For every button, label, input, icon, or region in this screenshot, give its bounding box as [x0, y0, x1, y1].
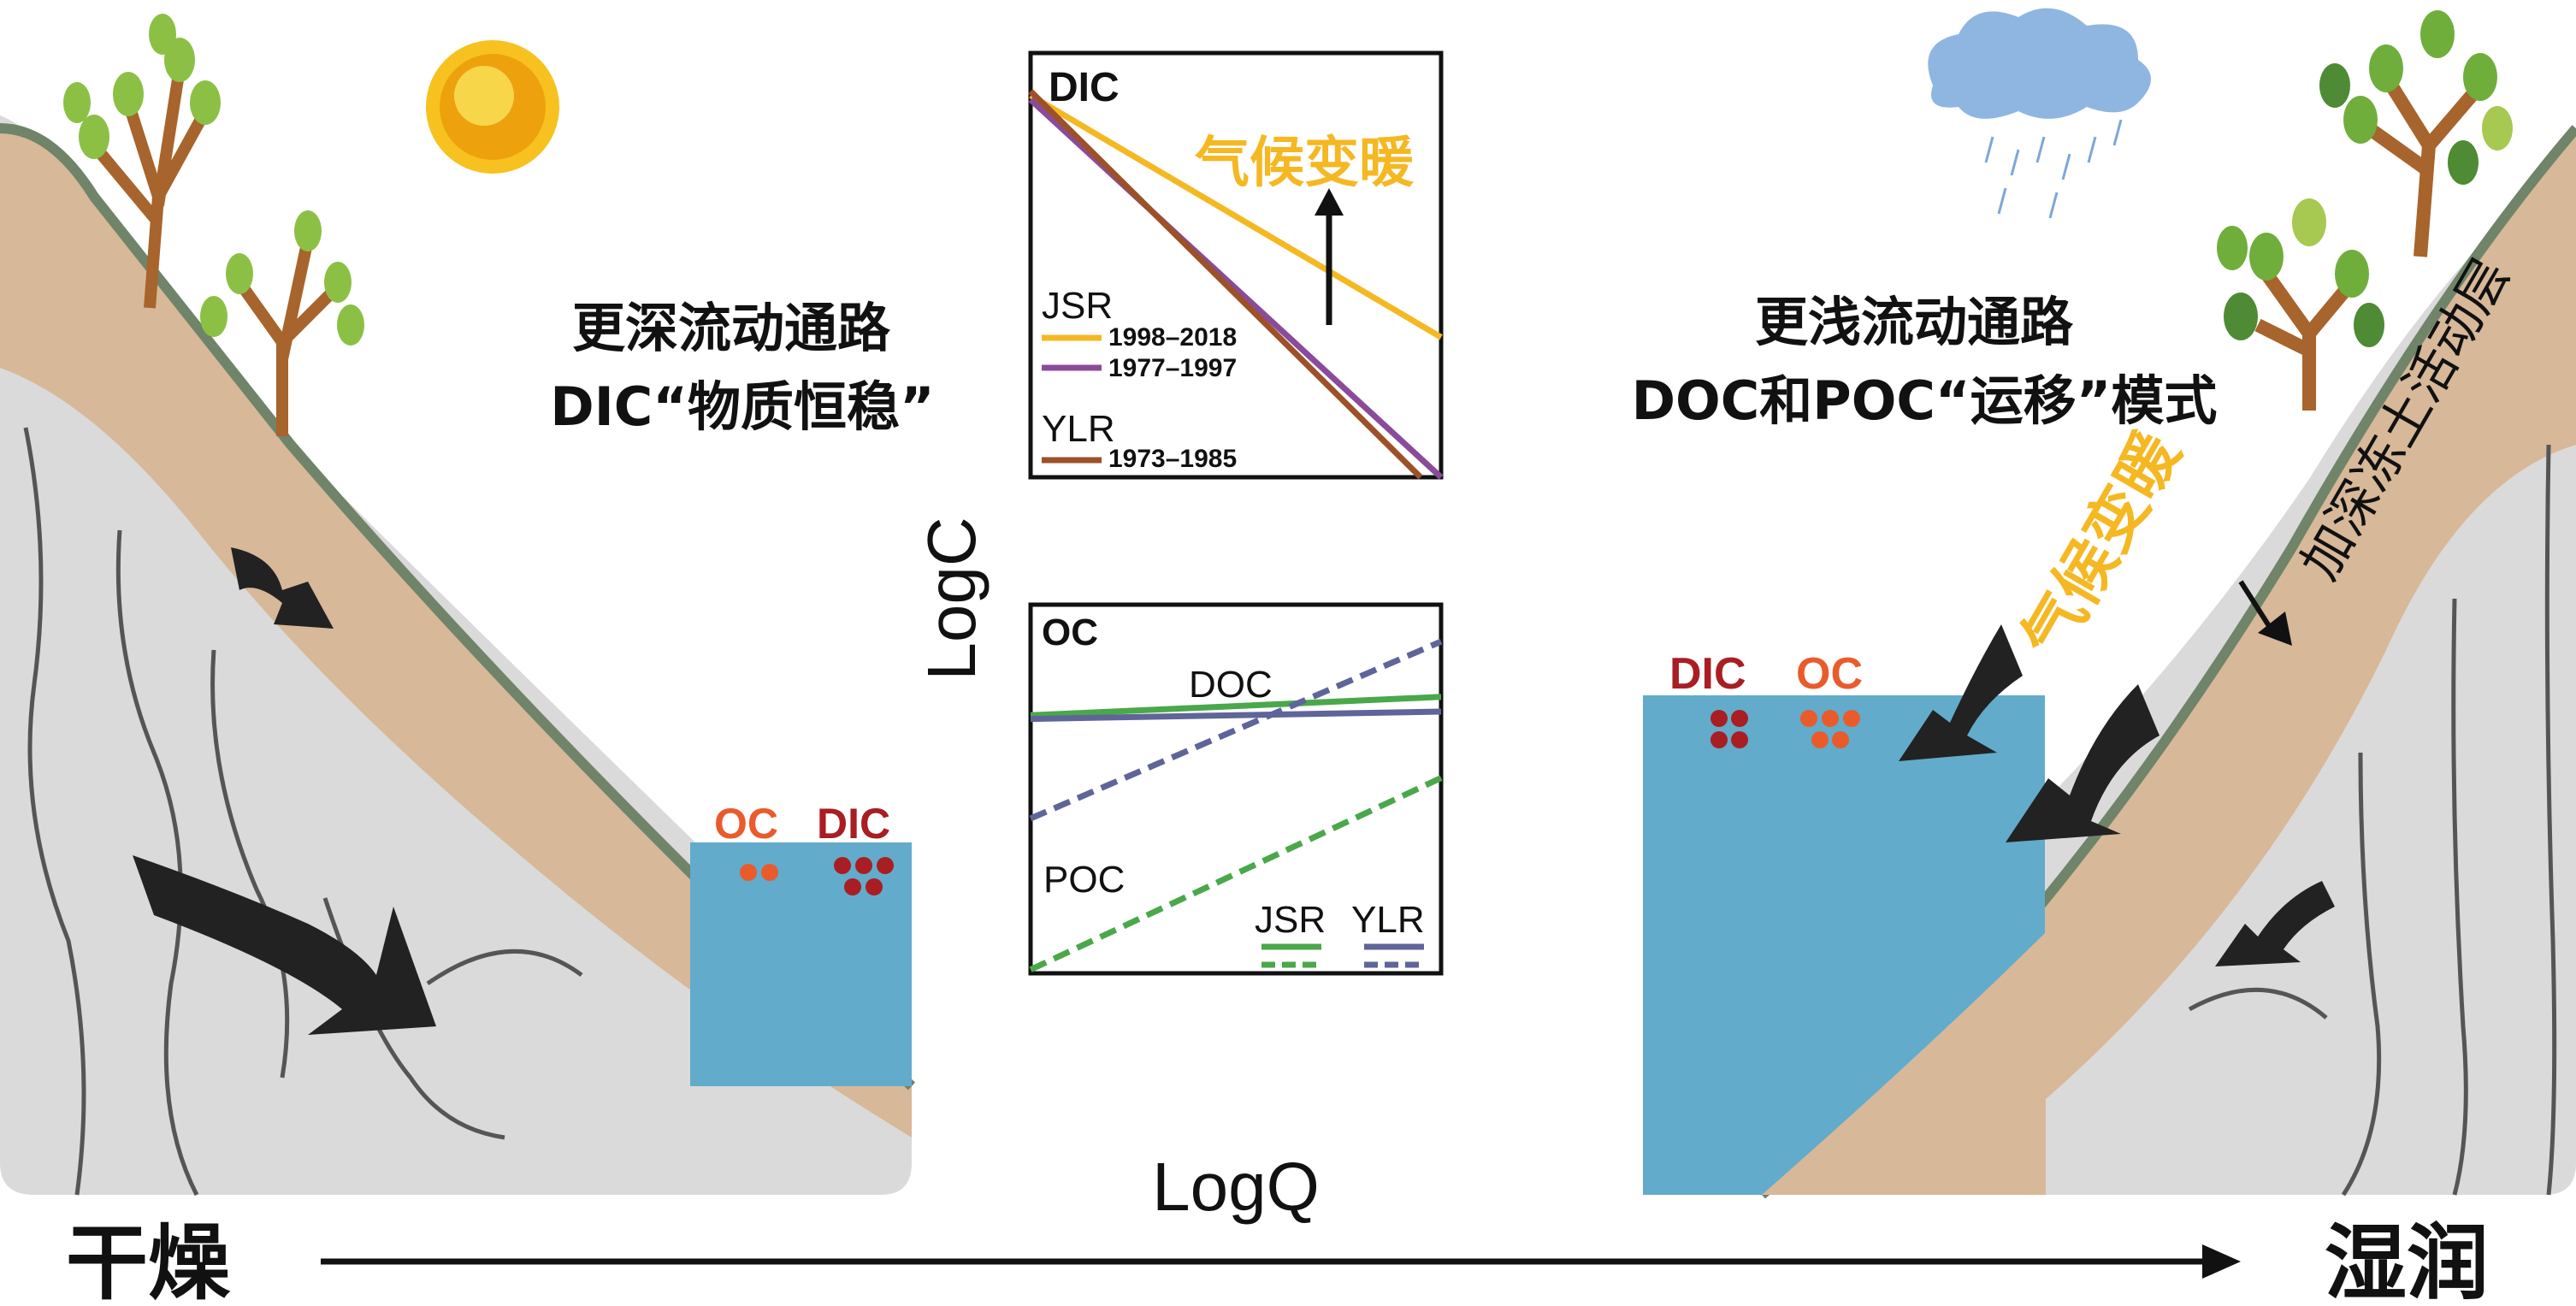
left-small-flow-arrow: [231, 547, 334, 629]
y-axis-label: LogC: [913, 517, 990, 680]
right-flowpath-title: 更浅流动通路: [1755, 291, 2074, 353]
right-bedrock: [1643, 154, 2576, 1195]
right-dic-dots: [1710, 710, 1748, 748]
right-flow-arrow-lower: [2215, 881, 2335, 966]
dic-warming-annotation: 气候变暖: [1195, 132, 1415, 195]
left-tree-2-icon: [200, 210, 364, 436]
oc-chart: OC DOC POC JSR YLR: [1028, 602, 1444, 976]
left-dic-label: DIC: [817, 800, 890, 848]
active-layer-down-arrow: [2238, 580, 2292, 646]
series-line-ylr-poc: [1029, 638, 1443, 822]
dic-legend-label-1977-1997: 1977–1997: [1108, 354, 1237, 382]
warming-up-arrow: [1315, 188, 1344, 325]
wet-label: 湿润: [2325, 1215, 2489, 1306]
dic-chart-frame: [1028, 50, 1444, 480]
left-dic-dots: [834, 857, 894, 895]
right-warming-label: 气候变暖: [2008, 420, 2194, 670]
right-flow-arrow-middle: [2006, 684, 2159, 842]
left-hillslope-panel: OC DIC 更深流动通路 DIC“物质恒稳”: [0, 14, 935, 1197]
dic-legend-site-jsr: JSR: [1042, 285, 1113, 327]
rain-cloud-icon: [1928, 8, 2151, 219]
dic-chart-title: DIC: [1049, 65, 1120, 110]
series-line-ylr-1973-1985: [1028, 89, 1423, 480]
dic-legend-label-1998-2018: 1998–2018: [1108, 323, 1237, 352]
series-line-jsr-1998-2018: [1029, 92, 1443, 340]
x-axis-label: LogQ: [1152, 1149, 1320, 1225]
right-flow-arrow-upper: [1899, 624, 2023, 761]
left-water-body: [690, 842, 912, 1086]
oc-chart-title: OC: [1042, 612, 1098, 653]
right-water-shore: [1762, 932, 2046, 1195]
right-oc-dots: [1800, 710, 1860, 748]
right-hillslope-panel: DIC OC 更浅流动通路 DOC和POC“运移”模式 气候变暖 加深冻土活动层: [1632, 8, 2576, 1199]
right-flowpath-mode: DOC和POC“运移”模式: [1632, 369, 2218, 432]
left-oc-label: OC: [714, 800, 778, 848]
right-dic-label: DIC: [1669, 649, 1746, 699]
left-large-flow-arrow: [133, 855, 436, 1035]
left-oc-dots: [740, 864, 778, 881]
sun-icon: [426, 40, 559, 174]
left-tree-1-icon: [63, 14, 221, 309]
oc-chart-frame: [1028, 602, 1444, 976]
oc-series-lines: [1029, 638, 1443, 972]
oc-poc-label: POC: [1043, 859, 1125, 901]
dic-legend-site-ylr: YLR: [1042, 408, 1115, 450]
oc-doc-label: DOC: [1189, 664, 1273, 706]
right-rock-cracks: [2188, 444, 2557, 1197]
right-oc-label: OC: [1796, 649, 1863, 699]
oc-legend-ylr: YLR: [1351, 899, 1425, 941]
left-flowpath-title: 更深流动通路: [572, 297, 891, 359]
dry-label: 干燥: [66, 1215, 231, 1306]
left-flowpath-mode: DIC“物质恒稳”: [550, 375, 935, 438]
right-tree-2-icon: [2217, 198, 2384, 411]
dry-to-wet-arrow: [321, 1244, 2241, 1279]
series-line-jsr-doc: [1030, 694, 1442, 718]
dic-series-lines: [1028, 89, 1444, 480]
dic-chart: DIC 气候变暖 JSR 1998–2018 1977–1997 YLR 197…: [1028, 50, 1444, 480]
dic-legend-label-1973-1985: 1973–1985: [1108, 445, 1237, 473]
series-line-ylr-doc: [1030, 708, 1442, 723]
right-tree-1-icon: [2319, 10, 2513, 257]
oc-legend-jsr: JSR: [1255, 899, 1326, 941]
